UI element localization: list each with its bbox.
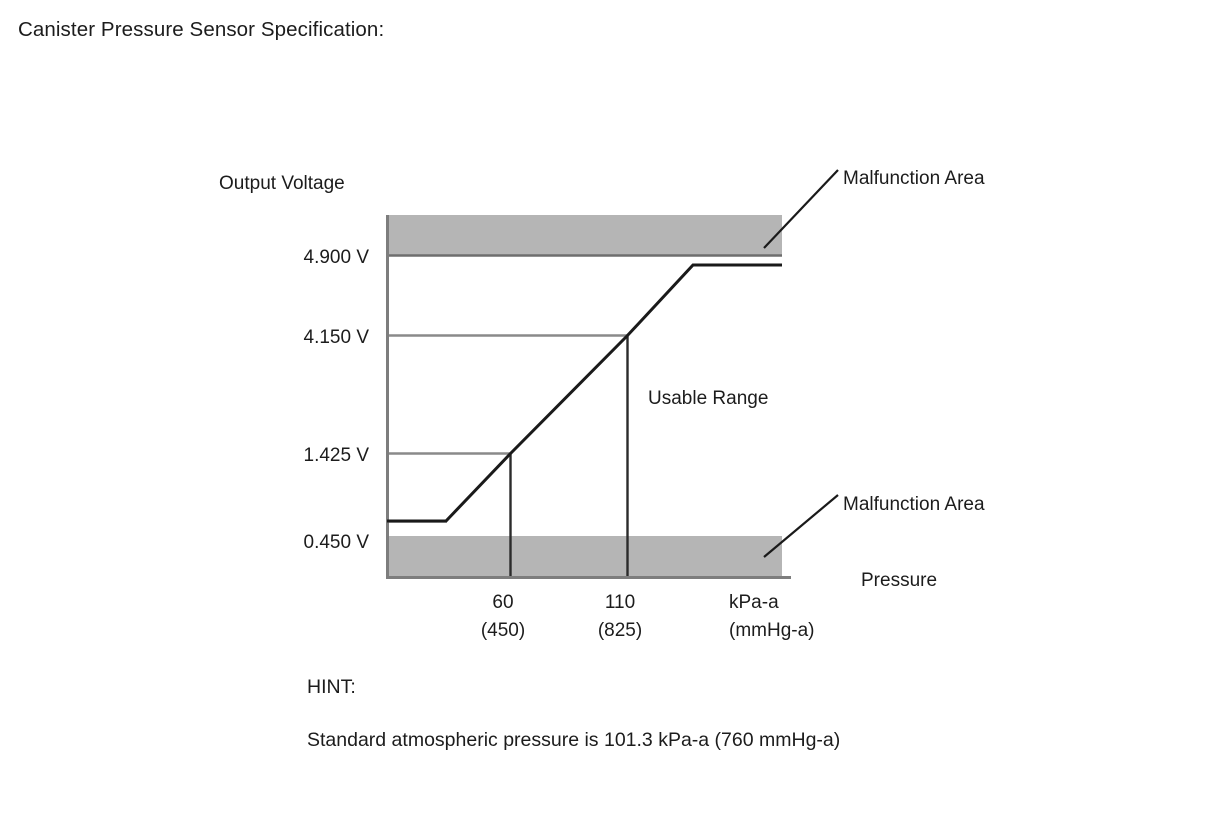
y-tick-label-4900v: 4.900 V bbox=[304, 247, 370, 268]
y-axis-title: Output Voltage bbox=[219, 173, 345, 194]
annotation-malfunction-area-lower: Malfunction Area bbox=[843, 494, 985, 515]
y-tick-label-4150v: 4.150 V bbox=[304, 327, 370, 348]
hint-body-text: Standard atmospheric pressure is 101.3 k… bbox=[307, 729, 840, 751]
x-tick-label-450-mmhg: (450) bbox=[481, 620, 525, 641]
x-tick-label-60-kpa: 60 bbox=[492, 592, 513, 613]
y-tick-label-0450v: 0.450 V bbox=[304, 532, 370, 553]
malfunction-band-lower bbox=[387, 536, 782, 578]
x-tick-label-825-mmhg: (825) bbox=[598, 620, 642, 641]
sensor-output-curve bbox=[387, 263, 782, 523]
annotation-usable-range: Usable Range bbox=[648, 388, 768, 409]
x-unit-label-kpa: kPa-a bbox=[729, 592, 779, 613]
y-tick-label-1425v: 1.425 V bbox=[304, 445, 370, 466]
annotation-malfunction-area-upper: Malfunction Area bbox=[843, 168, 985, 189]
x-unit-label-mmhg: (mmHg-a) bbox=[729, 620, 815, 641]
page-title: Canister Pressure Sensor Specification: bbox=[18, 18, 385, 41]
leader-line-malfunction-upper bbox=[763, 169, 839, 249]
x-axis-title: Pressure bbox=[861, 570, 937, 591]
malfunction-band-upper bbox=[387, 215, 782, 255]
x-tick-label-110-kpa: 110 bbox=[605, 592, 635, 613]
hint-heading: HINT: bbox=[307, 676, 356, 698]
leader-line-malfunction-lower bbox=[763, 494, 839, 558]
